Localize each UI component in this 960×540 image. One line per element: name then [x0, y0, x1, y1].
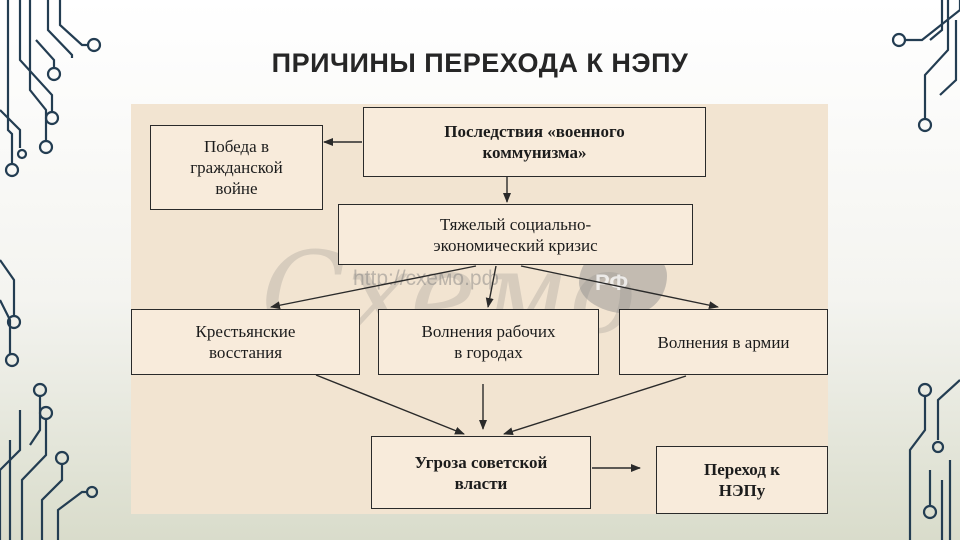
diagram-panel: Схемо http://схемо.рф РФ Последствия «во… — [131, 104, 828, 514]
arrow-crisis-workers — [485, 265, 497, 308]
node-consequences: Последствия «военного коммунизма» — [363, 107, 706, 177]
circuit-decoration-right — [891, 0, 960, 540]
node-crisis: Тяжелый социально- экономический кризис — [338, 204, 693, 265]
arrow-crisis-army — [520, 265, 719, 310]
node-threat: Угроза советской власти — [371, 436, 591, 509]
connector-arrows — [270, 138, 719, 472]
node-victory: Победа в гражданской войне — [150, 125, 323, 210]
node-peasant: Крестьянские восстания — [131, 309, 360, 375]
node-workers: Волнения рабочих в городах — [378, 309, 599, 375]
circuit-decoration-left — [0, 0, 102, 540]
node-army: Волнения в армии — [619, 309, 828, 375]
node-nep: Переход к НЭПу — [656, 446, 828, 514]
arrow-crisis-peasant — [270, 265, 477, 310]
slide-title: ПРИЧИНЫ ПЕРЕХОДА К НЭПУ — [271, 48, 689, 78]
arrow-army-threat — [503, 375, 687, 436]
arrow-peasant-threat — [315, 374, 465, 435]
